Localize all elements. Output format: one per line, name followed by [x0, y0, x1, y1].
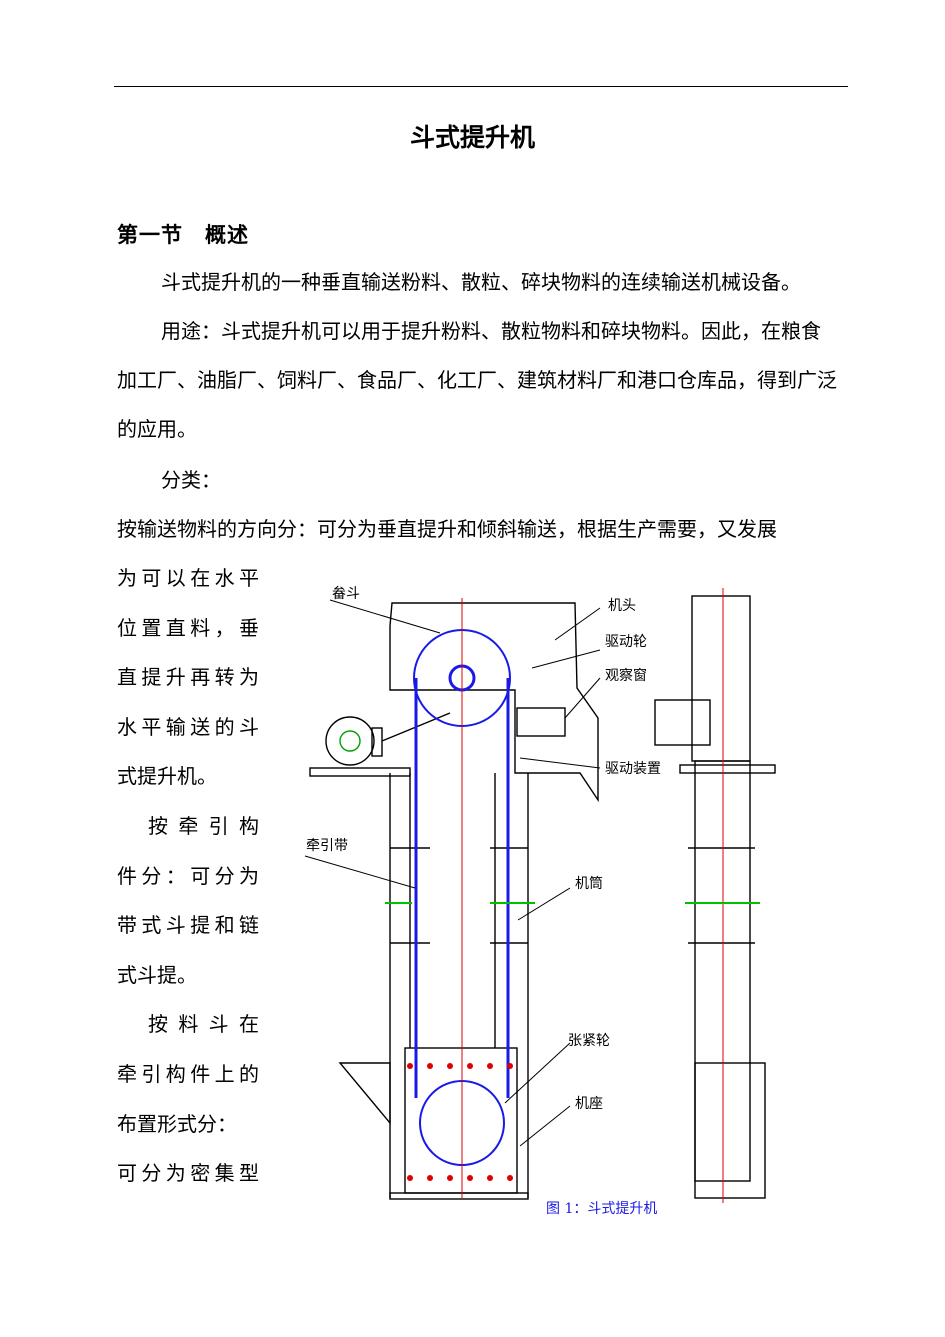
feed-hopper — [338, 1062, 391, 1125]
wrapped-text-column: 为可以在水平 位置直料，垂 直提升再转为 水平输送的斗 式提升机。 按牵引构 件… — [117, 554, 259, 1199]
wrapped-line: 位置直料，垂 — [117, 615, 259, 640]
label-drive-wheel: 驱动轮 — [605, 634, 647, 650]
label-bucket: 畚斗 — [332, 586, 360, 602]
paragraph-definition: 斗式提升机的一种垂直输送粉料、散粒、碎块物料的连续输送机械设备。 — [161, 270, 801, 294]
paragraph-usage: 用途：斗式提升机可以用于提升粉料、散粒物料和碎块物料。因此，在粮食加工厂、油脂厂… — [117, 319, 837, 441]
wrapped-line: 带式斗提和链 — [117, 913, 259, 938]
label-head: 机头 — [608, 598, 636, 614]
wrapped-line: 直提升再转为 — [117, 665, 259, 690]
wrapped-line: 布置形式分： — [117, 1111, 237, 1136]
head-housing — [389, 602, 599, 803]
paragraph-classification: 分类： — [161, 468, 221, 492]
base-housing — [404, 1047, 518, 1194]
label-drive-unit: 驱动装置 — [605, 761, 661, 777]
label-tension-wheel: 张紧轮 — [568, 1033, 610, 1049]
label-base: 机座 — [575, 1096, 603, 1112]
motor-base — [309, 767, 411, 777]
side-platform — [679, 764, 776, 774]
side-base — [694, 1062, 766, 1199]
bucket-elevator-figure: 畚斗 机头 驱动轮 观察窗 驱动装置 牵引带 机筒 张紧轮 机座 — [304, 586, 776, 1203]
side-head — [691, 595, 751, 762]
motor-body — [325, 716, 375, 766]
wrapped-line: 件分：可分为 — [117, 863, 259, 888]
label-belt: 牵引带 — [306, 838, 348, 854]
wrapped-line: 可分为密集型 — [117, 1161, 259, 1186]
wrapped-line: 按牵引构 — [148, 813, 259, 838]
label-window: 观察窗 — [605, 667, 647, 684]
front-view — [309, 595, 776, 1200]
label-casing: 机筒 — [575, 875, 603, 892]
wrapped-line: 式斗提。 — [117, 962, 197, 987]
document-title: 斗式提升机 — [409, 123, 535, 152]
wrapped-line: 牵引构件上的 — [117, 1061, 259, 1086]
section-heading: 第一节 概述 — [117, 222, 249, 247]
wrapped-line: 式提升机。 — [117, 764, 217, 789]
motor-coupling — [371, 727, 383, 757]
wrapped-line: 水平输送的斗 — [117, 714, 259, 739]
side-motor — [654, 699, 711, 746]
header-rule — [114, 86, 848, 87]
bolt-dots — [407, 1063, 513, 1181]
centerlines — [461, 588, 724, 1203]
callouts — [304, 599, 601, 1147]
wrapped-line: 为可以在水平 — [117, 566, 259, 590]
motor-shaft-icon — [339, 730, 361, 752]
base-plate — [389, 1192, 529, 1200]
observation-window — [516, 707, 566, 737]
paragraph-direction: 按输送物料的方向分：可分为垂直提升和倾斜输送，根据生产需要，又发展 — [117, 517, 777, 541]
wrapped-line: 按料斗在 — [148, 1012, 259, 1037]
figure-caption: 图 1：斗式提升机 — [546, 1201, 658, 1217]
figure-labels: 畚斗 机头 驱动轮 观察窗 驱动装置 牵引带 机筒 张紧轮 机座 — [306, 586, 661, 1112]
